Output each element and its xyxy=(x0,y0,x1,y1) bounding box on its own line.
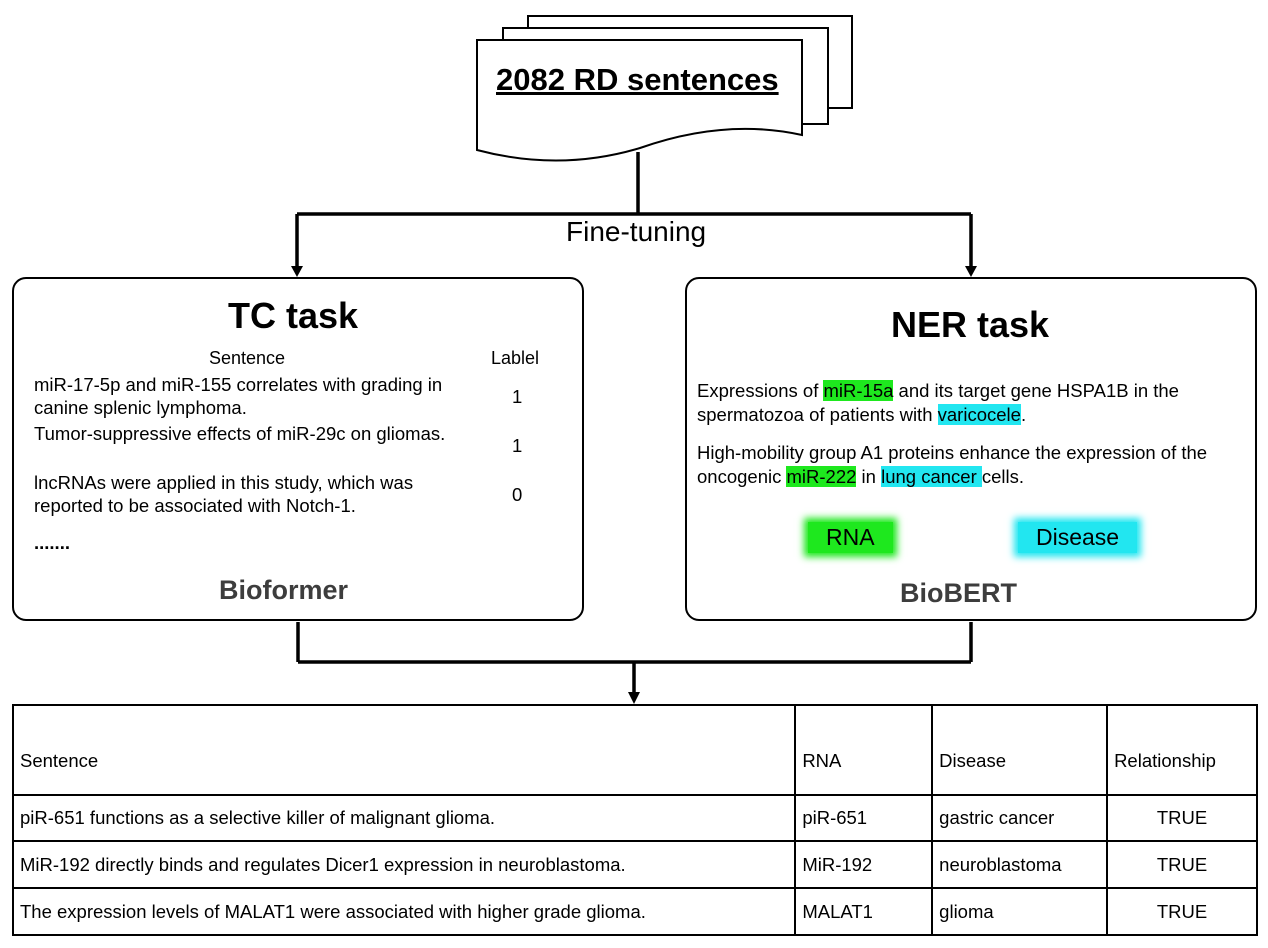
tc-label-3: 0 xyxy=(512,484,523,505)
ner-task-panel: NER task Expressions of miR-15a and its … xyxy=(685,277,1257,621)
table-cell-disease: neuroblastoma xyxy=(931,840,1109,890)
table-cell-rna: piR-651 xyxy=(794,793,934,843)
table-header-disease: Disease xyxy=(931,704,1109,796)
arrow-down-icon xyxy=(628,692,640,704)
table-cell-relationship: TRUE xyxy=(1106,793,1258,843)
disease-entity-highlight: lung cancer xyxy=(881,466,982,487)
document-stack-front xyxy=(476,39,803,162)
tc-task-title: TC task xyxy=(228,295,359,336)
table-row: piR-651 functions as a selective killer … xyxy=(11,793,1258,843)
table-cell-rna: MiR-192 xyxy=(794,840,934,890)
table-header-sentence: Sentence xyxy=(11,704,797,796)
table-row: The expression levels of MALAT1 were ass… xyxy=(11,887,1258,936)
table-cell-sentence: piR-651 functions as a selective killer … xyxy=(11,793,797,843)
tc-task-panel: TC task Sentence Lablel miR-17-5p and mi… xyxy=(12,277,584,621)
tc-ellipsis: ....... xyxy=(34,532,70,553)
table-header-row: Sentence RNA Disease Relationship xyxy=(11,704,1258,796)
tc-label-2: 1 xyxy=(512,435,523,456)
table-cell-relationship: TRUE xyxy=(1106,887,1258,936)
tc-sentence-1: miR-17-5p and miR-155 correlates with gr… xyxy=(34,374,443,418)
tc-sentence-header: Sentence xyxy=(209,348,286,368)
table-header-relationship: Relationship xyxy=(1106,704,1258,796)
connector-lines xyxy=(295,152,973,694)
table-cell-rna: MALAT1 xyxy=(794,887,934,936)
document-title: 2082 RD sentences xyxy=(496,62,779,97)
arrow-down-icon xyxy=(965,266,977,277)
table-row: MiR-192 directly binds and regulates Dic… xyxy=(11,840,1258,890)
fine-tuning-label: Fine-tuning xyxy=(566,216,707,247)
result-table: Sentence RNA Disease Relationship piR-65… xyxy=(11,704,1258,936)
tc-label-1: 1 xyxy=(512,386,523,407)
tc-model-name: Bioformer xyxy=(219,575,349,605)
table-header-rna: RNA xyxy=(794,704,934,796)
ner-model-name: BioBERT xyxy=(900,578,1017,608)
disease-legend-tag: Disease xyxy=(1018,522,1138,553)
arrow-down-icon xyxy=(291,266,303,277)
rna-legend-tag: RNA xyxy=(808,522,893,553)
ner-sentence-1-post: . xyxy=(1020,404,1027,425)
rna-entity-highlight: miR-222 xyxy=(786,466,857,487)
tc-sentence-2: Tumor-suppressive effects of miR-29c on … xyxy=(34,423,446,444)
table-cell-disease: gastric cancer xyxy=(931,793,1109,843)
ner-sentence-2-post: cells. xyxy=(981,466,1025,487)
arrow-heads xyxy=(291,266,977,704)
table-cell-disease: glioma xyxy=(931,887,1109,936)
disease-entity-highlight: varicocele xyxy=(937,404,1021,425)
table-cell-sentence: MiR-192 directly binds and regulates Dic… xyxy=(11,840,797,890)
ner-sentence-2-pre: High-mobility group A1 proteins enhance … xyxy=(697,442,1208,487)
table-cell-sentence: The expression levels of MALAT1 were ass… xyxy=(11,887,797,936)
tc-label-header: Lablel xyxy=(491,348,540,368)
rna-entity-highlight: miR-15a xyxy=(823,380,894,401)
ner-sentence-2: High-mobility group A1 proteins enhance … xyxy=(697,441,1257,489)
ner-sentence-1-pre: Expressions of xyxy=(697,380,824,401)
ner-task-title: NER task xyxy=(891,304,1050,345)
tc-sentence-3: lncRNAs were applied in this study, whic… xyxy=(34,472,414,516)
ner-sentence-2-mid: in xyxy=(856,466,882,487)
table-cell-relationship: TRUE xyxy=(1106,840,1258,890)
ner-sentence-1-mid: and its target gene HSPA1B in the sperma… xyxy=(697,380,1179,425)
ner-sentence-1: Expressions of miR-15a and its target ge… xyxy=(697,379,1257,427)
